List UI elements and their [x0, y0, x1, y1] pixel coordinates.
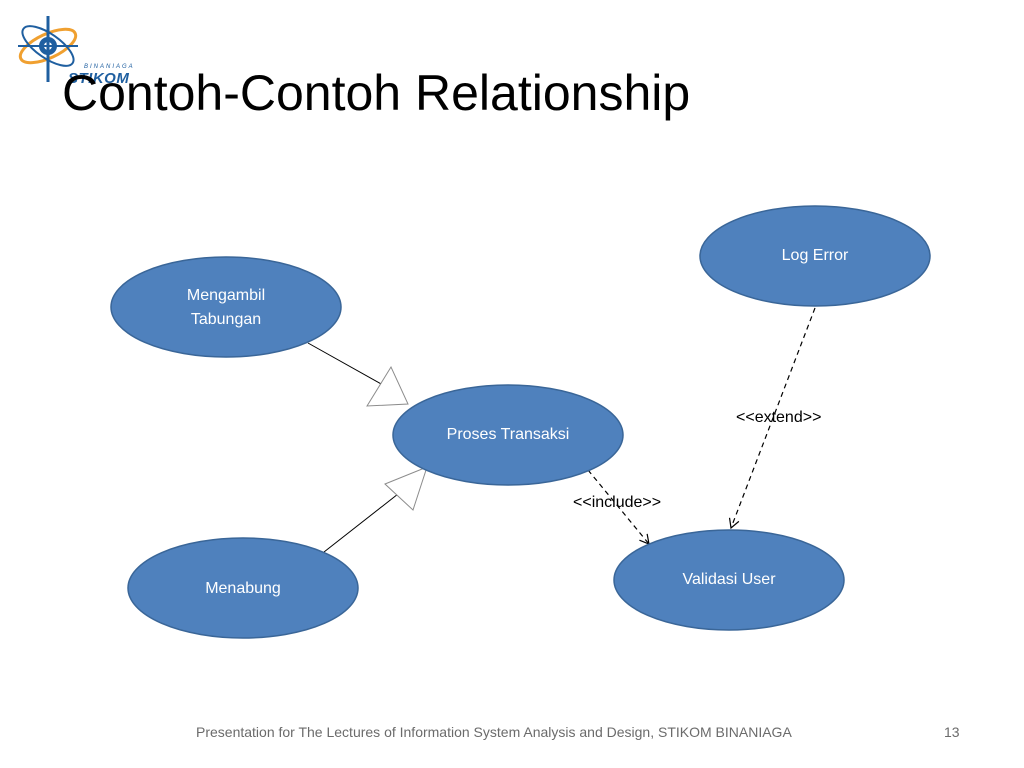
use-case-proses-transaksi: [392, 384, 624, 486]
label-mengambil-tabungan: Mengambil Tabungan: [186, 287, 266, 328]
label-proses-transaksi: Proses Transaksi: [446, 426, 570, 443]
generalization-line-mengambil: [307, 342, 384, 386]
extend-line: [728, 307, 816, 530]
label-menabung: Menabung: [205, 580, 281, 597]
generalization-arrowhead-menabung: [384, 466, 428, 511]
use-case-validasi-user: [613, 529, 845, 631]
slide-footer: Presentation for The Lectures of Informa…: [196, 724, 792, 740]
logo-text: STIKOM: [68, 70, 130, 87]
include-label: <<include>>: [573, 494, 662, 511]
generalization-line-menabung: [323, 493, 399, 553]
label-validasi-user: Validasi User: [682, 571, 776, 588]
stikom-logo: BINANIAGA STIKOM: [14, 12, 133, 87]
generalization-arrowhead-mengambil: [366, 365, 409, 407]
include-line: [587, 469, 650, 545]
logo-emblem-icon: [18, 16, 78, 82]
logo-subtext: BINANIAGA: [84, 64, 135, 70]
extend-label: <<extend>>: [736, 409, 822, 426]
use-case-mengambil-tabungan: [110, 256, 342, 358]
label-log-error: Log Error: [781, 247, 849, 264]
use-case-log-error: [699, 205, 931, 307]
slide-title: Contoh-Contoh Relationship: [62, 65, 691, 121]
page-number: 13: [944, 724, 960, 740]
use-case-menabung: [127, 537, 359, 639]
